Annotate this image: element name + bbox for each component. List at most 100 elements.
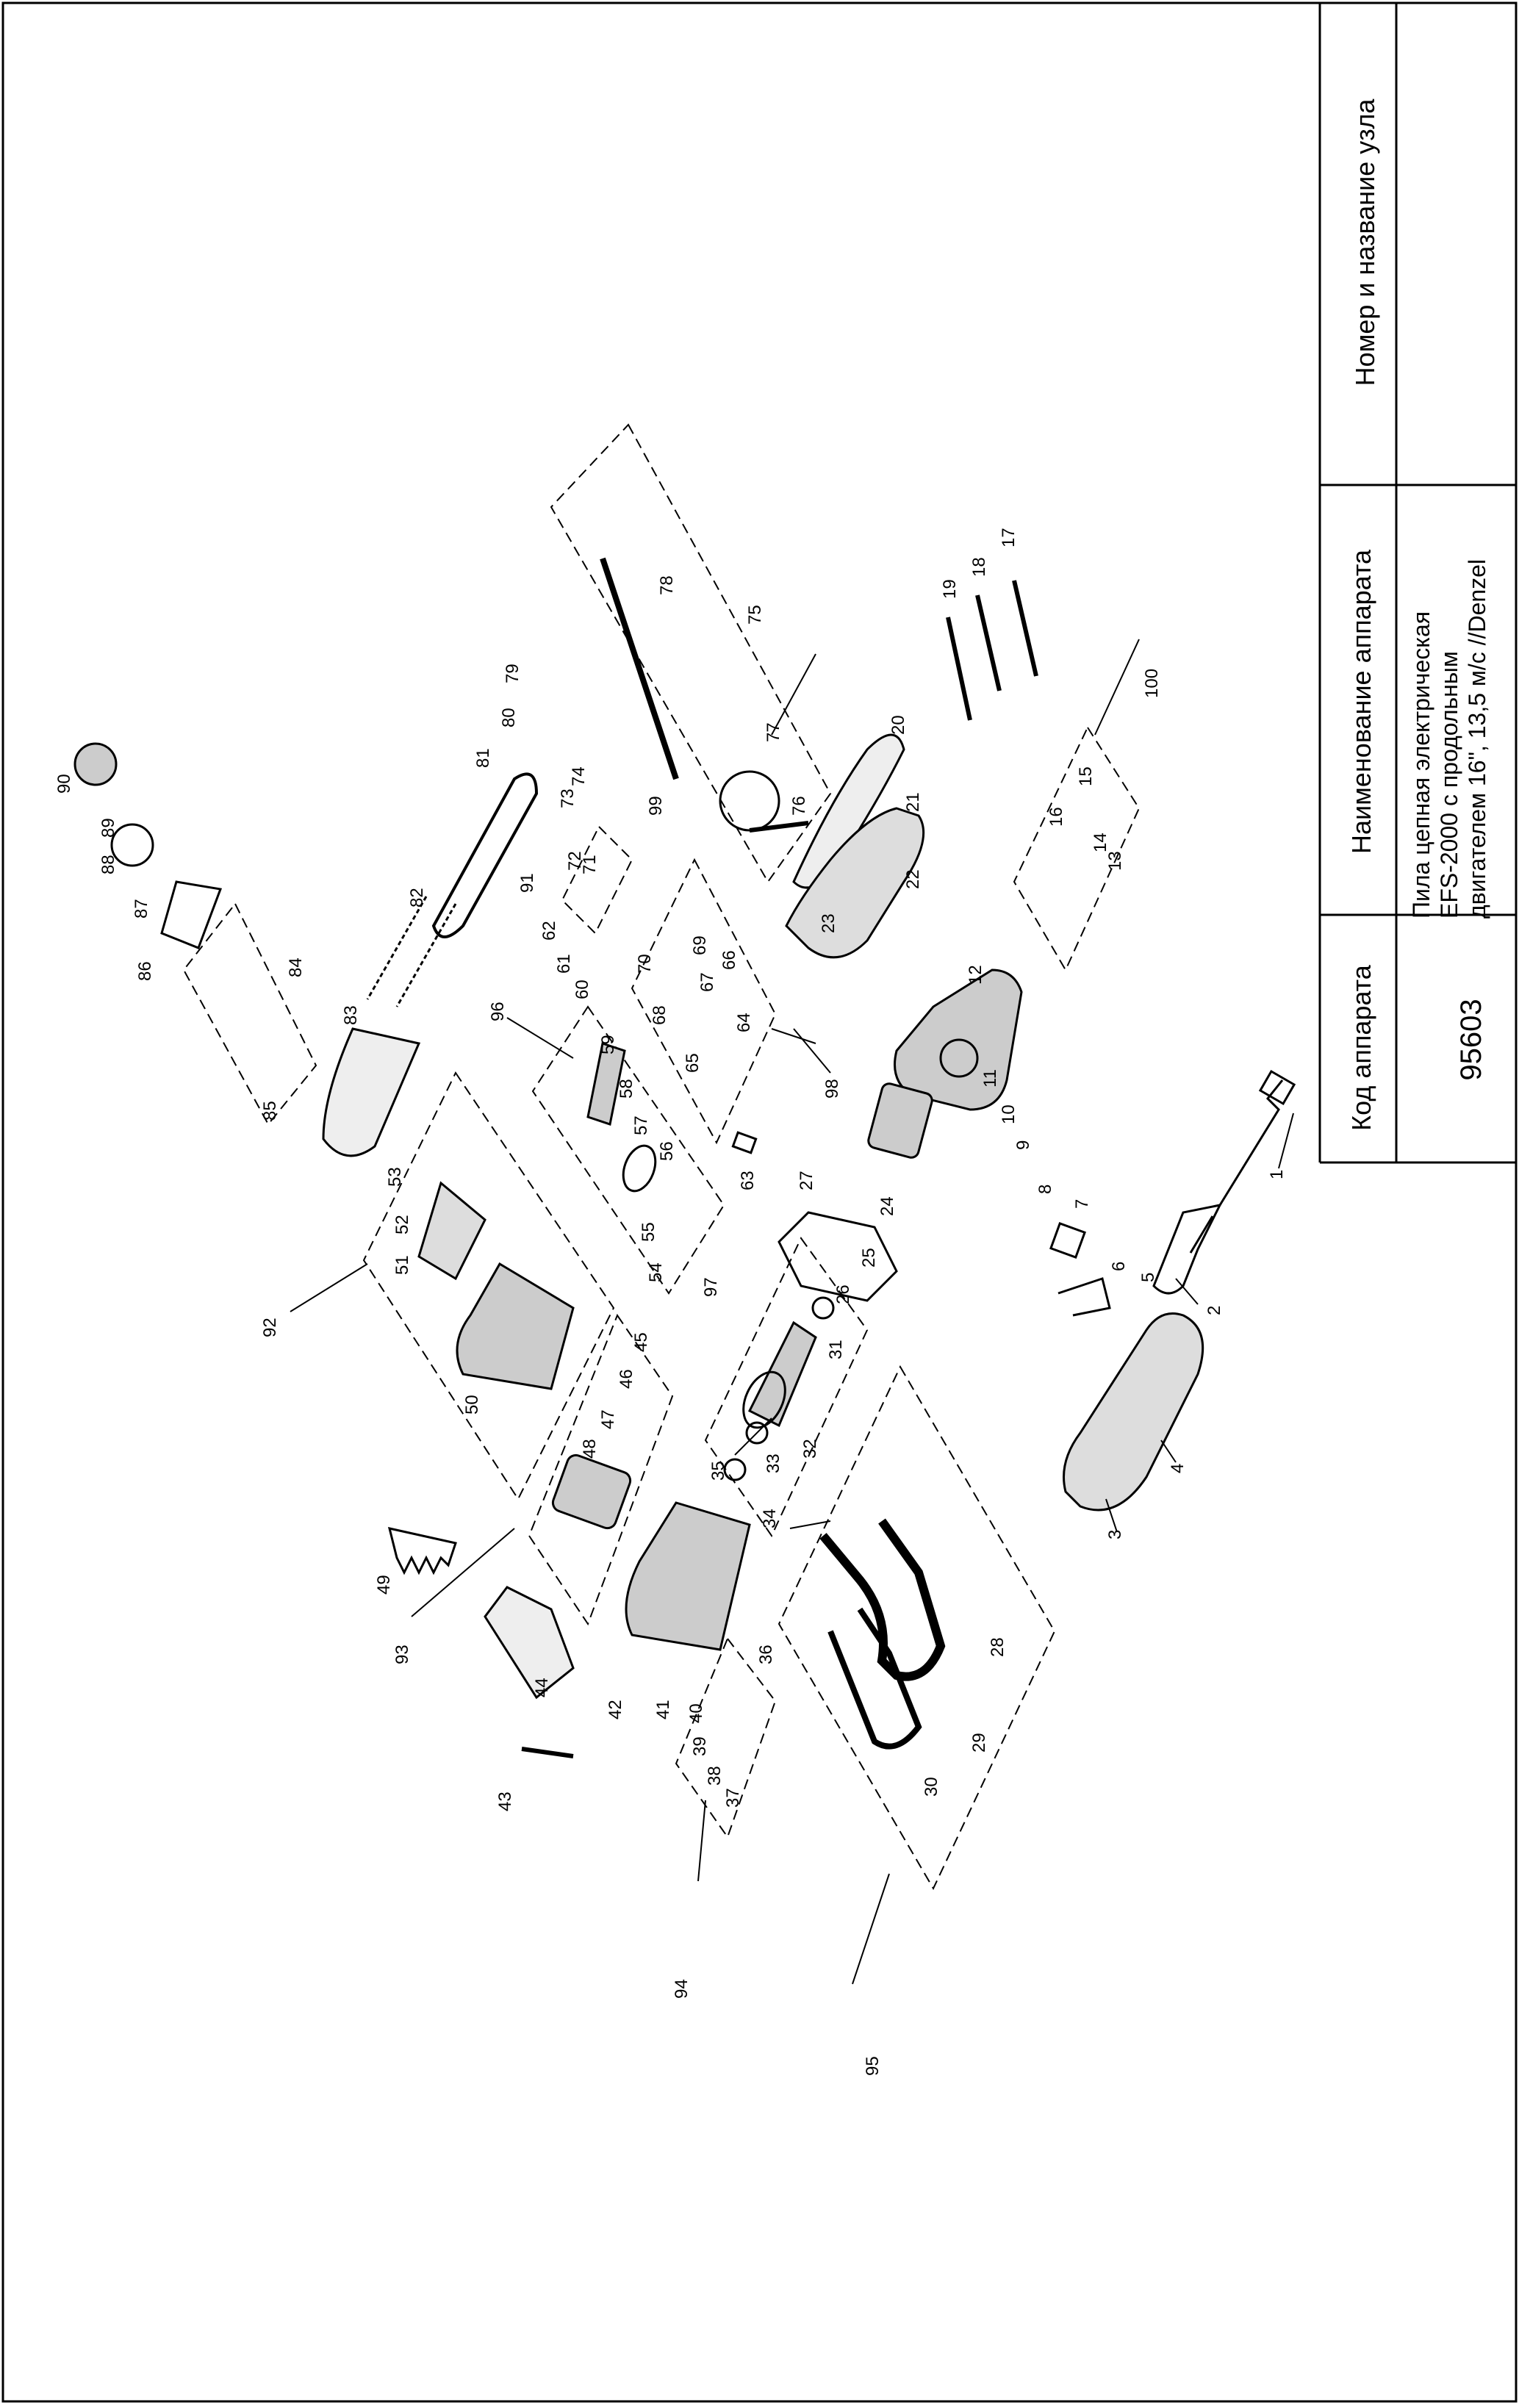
callout-85: 85 bbox=[260, 1101, 280, 1121]
part-81-guide-bar bbox=[431, 772, 539, 938]
callout-14: 14 bbox=[1091, 833, 1110, 852]
callout-33: 33 bbox=[764, 1453, 783, 1473]
callout-58: 58 bbox=[617, 1079, 636, 1099]
callout-22: 22 bbox=[903, 869, 923, 889]
callout-18: 18 bbox=[969, 557, 989, 577]
callout-17: 17 bbox=[999, 528, 1019, 547]
callout-81: 81 bbox=[473, 748, 493, 768]
callout-95: 95 bbox=[863, 2056, 883, 2076]
callout-23: 23 bbox=[819, 913, 838, 933]
callout-51: 51 bbox=[392, 1255, 412, 1275]
callout-41: 41 bbox=[653, 1700, 673, 1719]
callout-40: 40 bbox=[686, 1703, 706, 1723]
part-28-front-handle bbox=[819, 1518, 946, 1681]
callout-20: 20 bbox=[888, 715, 908, 735]
callout-80: 80 bbox=[499, 708, 519, 727]
assembly-99-outline bbox=[561, 825, 633, 935]
callout-8: 8 bbox=[1035, 1185, 1055, 1194]
assembly-94-outline bbox=[675, 1637, 777, 1839]
part-8-switch bbox=[1049, 1222, 1086, 1259]
callout-43: 43 bbox=[495, 1791, 515, 1811]
callout-100: 100 bbox=[1142, 669, 1162, 698]
part-silhouettes bbox=[73, 557, 1296, 1758]
callout-68: 68 bbox=[650, 1005, 669, 1025]
callout-97: 97 bbox=[701, 1277, 721, 1297]
callout-38: 38 bbox=[705, 1766, 725, 1786]
callout-6: 6 bbox=[1109, 1262, 1129, 1271]
part-43-spring bbox=[521, 1747, 574, 1758]
callout-39: 39 bbox=[690, 1736, 710, 1756]
part-29-handle-bracket bbox=[827, 1607, 922, 1750]
callout-10: 10 bbox=[999, 1104, 1019, 1124]
part-78-shaft bbox=[600, 557, 679, 780]
assembly-84-outline bbox=[182, 902, 317, 1126]
part-1-plug-head bbox=[1258, 1069, 1296, 1106]
callout-49: 49 bbox=[374, 1575, 394, 1595]
callout-numbers: 1 2 3 4 5 6 7 8 9 10 11 12 13 14 15 16 1… bbox=[54, 528, 1287, 2076]
callout-93: 93 bbox=[392, 1645, 412, 1664]
callout-71: 71 bbox=[580, 855, 600, 874]
callout-32: 32 bbox=[800, 1439, 820, 1459]
assembly-97-outline bbox=[704, 1237, 869, 1538]
assembly-95-outline bbox=[778, 1365, 1056, 1891]
part-88-knob bbox=[110, 823, 154, 867]
part-83-sprocket-cover bbox=[322, 1027, 421, 1157]
callout-36: 36 bbox=[756, 1645, 776, 1664]
callout-53: 53 bbox=[385, 1167, 405, 1187]
callout-31: 31 bbox=[826, 1340, 846, 1359]
callout-56: 56 bbox=[657, 1141, 677, 1161]
callout-67: 67 bbox=[697, 972, 717, 992]
callout-27: 27 bbox=[797, 1171, 816, 1190]
callout-47: 47 bbox=[598, 1409, 618, 1429]
part-6-lever bbox=[1057, 1277, 1111, 1317]
part-32-commutator bbox=[742, 1370, 786, 1429]
callout-12: 12 bbox=[966, 965, 985, 985]
title-block-grid bbox=[1318, 3, 1516, 1164]
part-63-clip bbox=[731, 1131, 758, 1154]
callout-77: 77 bbox=[764, 722, 783, 742]
part-24-stator bbox=[867, 1082, 933, 1159]
part-34-ring bbox=[723, 1458, 747, 1481]
callout-78: 78 bbox=[657, 575, 677, 595]
assembly-outlines bbox=[182, 423, 1141, 1891]
assembly-92-outline bbox=[362, 1071, 615, 1501]
callout-86: 86 bbox=[135, 961, 155, 981]
callout-28: 28 bbox=[988, 1637, 1008, 1657]
part-33-bearing bbox=[745, 1421, 769, 1445]
leader-lines bbox=[290, 639, 1294, 1985]
part-18-pin bbox=[975, 594, 1002, 691]
callout-83: 83 bbox=[341, 1005, 361, 1025]
part-77-fan bbox=[719, 770, 780, 832]
part-12-motor-bore bbox=[939, 1038, 979, 1078]
callout-73: 73 bbox=[558, 788, 578, 808]
part-86-chain-brake bbox=[160, 880, 223, 949]
callout-15: 15 bbox=[1076, 766, 1096, 786]
part-26-flange bbox=[778, 1211, 898, 1302]
part-76-pin bbox=[749, 821, 809, 833]
part-49-bumper bbox=[387, 1527, 457, 1575]
callout-96: 96 bbox=[488, 1002, 508, 1021]
callout-3: 3 bbox=[1105, 1530, 1125, 1539]
callout-21: 21 bbox=[903, 792, 923, 812]
callout-65: 65 bbox=[683, 1053, 703, 1073]
part-58-spindle bbox=[586, 1042, 626, 1126]
part-21-trigger-housing bbox=[785, 807, 925, 959]
callout-98: 98 bbox=[822, 1079, 842, 1099]
part-1-plug bbox=[1189, 1079, 1284, 1254]
callout-74: 74 bbox=[569, 766, 589, 786]
part-44-side-cover bbox=[484, 1586, 575, 1700]
callout-24: 24 bbox=[877, 1196, 897, 1216]
part-57-gear bbox=[622, 1144, 657, 1193]
callout-69: 69 bbox=[690, 935, 710, 955]
callout-30: 30 bbox=[922, 1777, 941, 1797]
callout-34: 34 bbox=[760, 1509, 780, 1528]
callout-62: 62 bbox=[539, 921, 559, 941]
callout-19: 19 bbox=[940, 579, 960, 599]
callout-52: 52 bbox=[392, 1215, 412, 1234]
callout-57: 57 bbox=[631, 1115, 651, 1135]
callout-79: 79 bbox=[503, 664, 523, 683]
callout-26: 26 bbox=[833, 1284, 853, 1304]
part-50-chain-case bbox=[456, 1262, 575, 1390]
